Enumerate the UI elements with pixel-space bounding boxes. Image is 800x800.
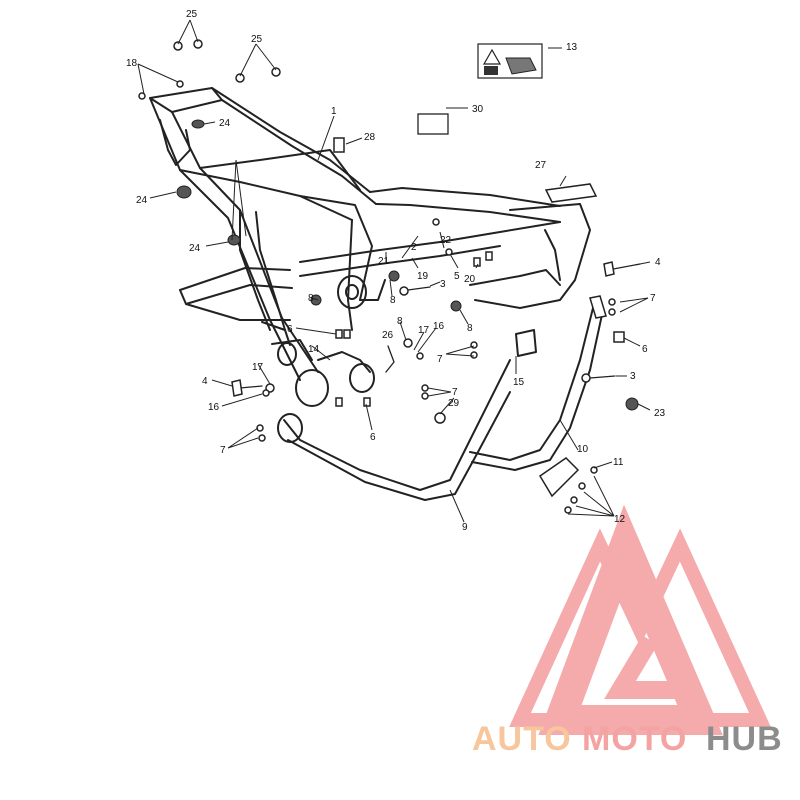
callout-7d: 7 — [220, 445, 226, 456]
callout-3b: 3 — [440, 279, 446, 290]
callout-11: 11 — [613, 457, 624, 468]
callout-14: 14 — [308, 344, 320, 355]
callout-19: 19 — [417, 271, 429, 282]
callout-8a: 8 — [308, 293, 314, 304]
callout-21: 21 — [378, 256, 390, 267]
warning-label-icon — [477, 43, 543, 79]
callout-22: 22 — [440, 235, 452, 246]
callout-28: 28 — [364, 132, 376, 143]
callout-8c: 8 — [467, 323, 473, 334]
watermark-word-moto: MOTO — [582, 720, 687, 758]
watermark-word-hub: HUB — [706, 720, 783, 758]
callout-15: 15 — [513, 377, 525, 388]
callout-13: 13 — [566, 42, 578, 53]
rail-end-eyelet — [277, 413, 303, 443]
callout-27: 27 — [535, 160, 547, 171]
callout-16b: 16 — [208, 402, 220, 413]
callout-6a: 6 — [642, 344, 648, 355]
callout-26: 26 — [382, 330, 394, 341]
lower-frame-rail-10-inner — [471, 309, 604, 471]
callout-7c: 7 — [452, 387, 458, 398]
callout-24a: 24 — [219, 118, 231, 129]
callout-7a: 7 — [650, 293, 656, 304]
lower-frame-rail-9 — [283, 359, 511, 491]
callout-6b: 6 — [370, 432, 376, 443]
callout-18: 18 — [126, 58, 138, 69]
callout-29: 29 — [448, 398, 460, 409]
callout-24b: 24 — [136, 195, 148, 206]
callout-17b: 17 — [252, 362, 264, 373]
callout-5: 5 — [454, 271, 460, 282]
callout-labels: 25 25 18 1 28 30 13 27 24 24 24 4 7 6 3 … — [126, 9, 666, 533]
watermark-word-auto: AUTO — [472, 720, 572, 758]
callout-16a: 16 — [433, 321, 445, 332]
callout-6c: 6 — [287, 324, 293, 335]
main-frame — [149, 87, 591, 407]
lower-frame-rail-10 — [469, 299, 596, 461]
callout-30: 30 — [472, 104, 484, 115]
callout-12: 12 — [614, 514, 626, 525]
lower-frame-rail-9-inner — [287, 391, 511, 501]
callout-4a: 4 — [655, 257, 661, 268]
callout-8b: 8 — [390, 295, 396, 306]
callout-9: 9 — [462, 522, 468, 533]
leader-lines — [137, 19, 651, 523]
callout-25b: 25 — [251, 34, 263, 45]
callout-2: 2 — [411, 242, 417, 253]
callout-17a: 17 — [418, 325, 430, 336]
callout-20: 20 — [464, 274, 476, 285]
callout-1: 1 — [331, 106, 337, 117]
callout-8d: 8 — [397, 316, 403, 327]
callout-10: 10 — [577, 444, 589, 455]
frame-label-plate — [417, 113, 449, 135]
callout-4b: 4 — [202, 376, 208, 387]
callout-25a: 25 — [186, 9, 198, 20]
callout-24c: 24 — [189, 243, 201, 254]
watermark-logo-icon — [509, 504, 771, 735]
callout-7b: 7 — [437, 354, 443, 365]
fasteners — [138, 39, 641, 514]
callout-3a: 3 — [630, 371, 636, 382]
callout-23: 23 — [654, 408, 666, 419]
skid-plate-11 — [538, 457, 580, 498]
